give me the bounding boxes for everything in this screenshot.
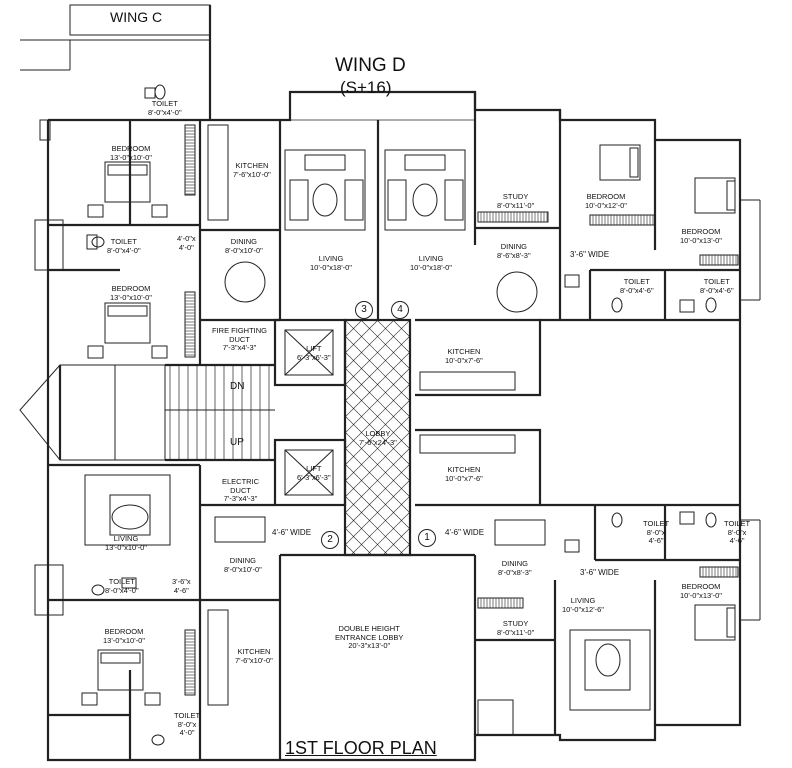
marker-2: 2 (321, 531, 339, 549)
marker-4: 4 (391, 301, 409, 319)
passage-width-bottom-right: 3'-6" WIDE (580, 568, 620, 577)
right-kitchen-walls (415, 318, 542, 507)
passage-width-right: 4'-6" WIDE (445, 528, 485, 537)
stair-up-label: UP (230, 437, 244, 448)
stair-down-label: DN (230, 381, 245, 392)
wardrobes (184, 124, 739, 696)
top-left-walls (34, 119, 282, 365)
wing-c-label: WING C (110, 9, 163, 25)
stair-treads (169, 365, 270, 460)
core-walls (273, 120, 477, 760)
outer-walls (46, 90, 761, 762)
kitchen-counters (207, 124, 229, 706)
lobby-hatch (345, 320, 410, 555)
wing-d-label: WING D (335, 55, 406, 76)
furniture-dining (214, 261, 546, 546)
wing-c-outline (20, 4, 212, 120)
bottom-right-walls (475, 503, 740, 736)
passage-width-top-right: 3'-6" WIDE (570, 250, 610, 259)
marker-1: 1 (418, 529, 436, 547)
floor-plan-title: 1ST FLOOR PLAN (285, 738, 437, 758)
bottom-left-walls (34, 463, 280, 760)
marker-3: 3 (355, 301, 373, 319)
fixtures-toilets (86, 84, 717, 746)
passage-width-left: 4'-6" WIDE (272, 528, 312, 537)
stair-projection (19, 363, 275, 462)
top-right-walls (473, 92, 740, 322)
furniture-sofas (84, 149, 651, 711)
wing-d-floors: (S+16) (340, 78, 392, 97)
furniture-beds (81, 144, 736, 706)
